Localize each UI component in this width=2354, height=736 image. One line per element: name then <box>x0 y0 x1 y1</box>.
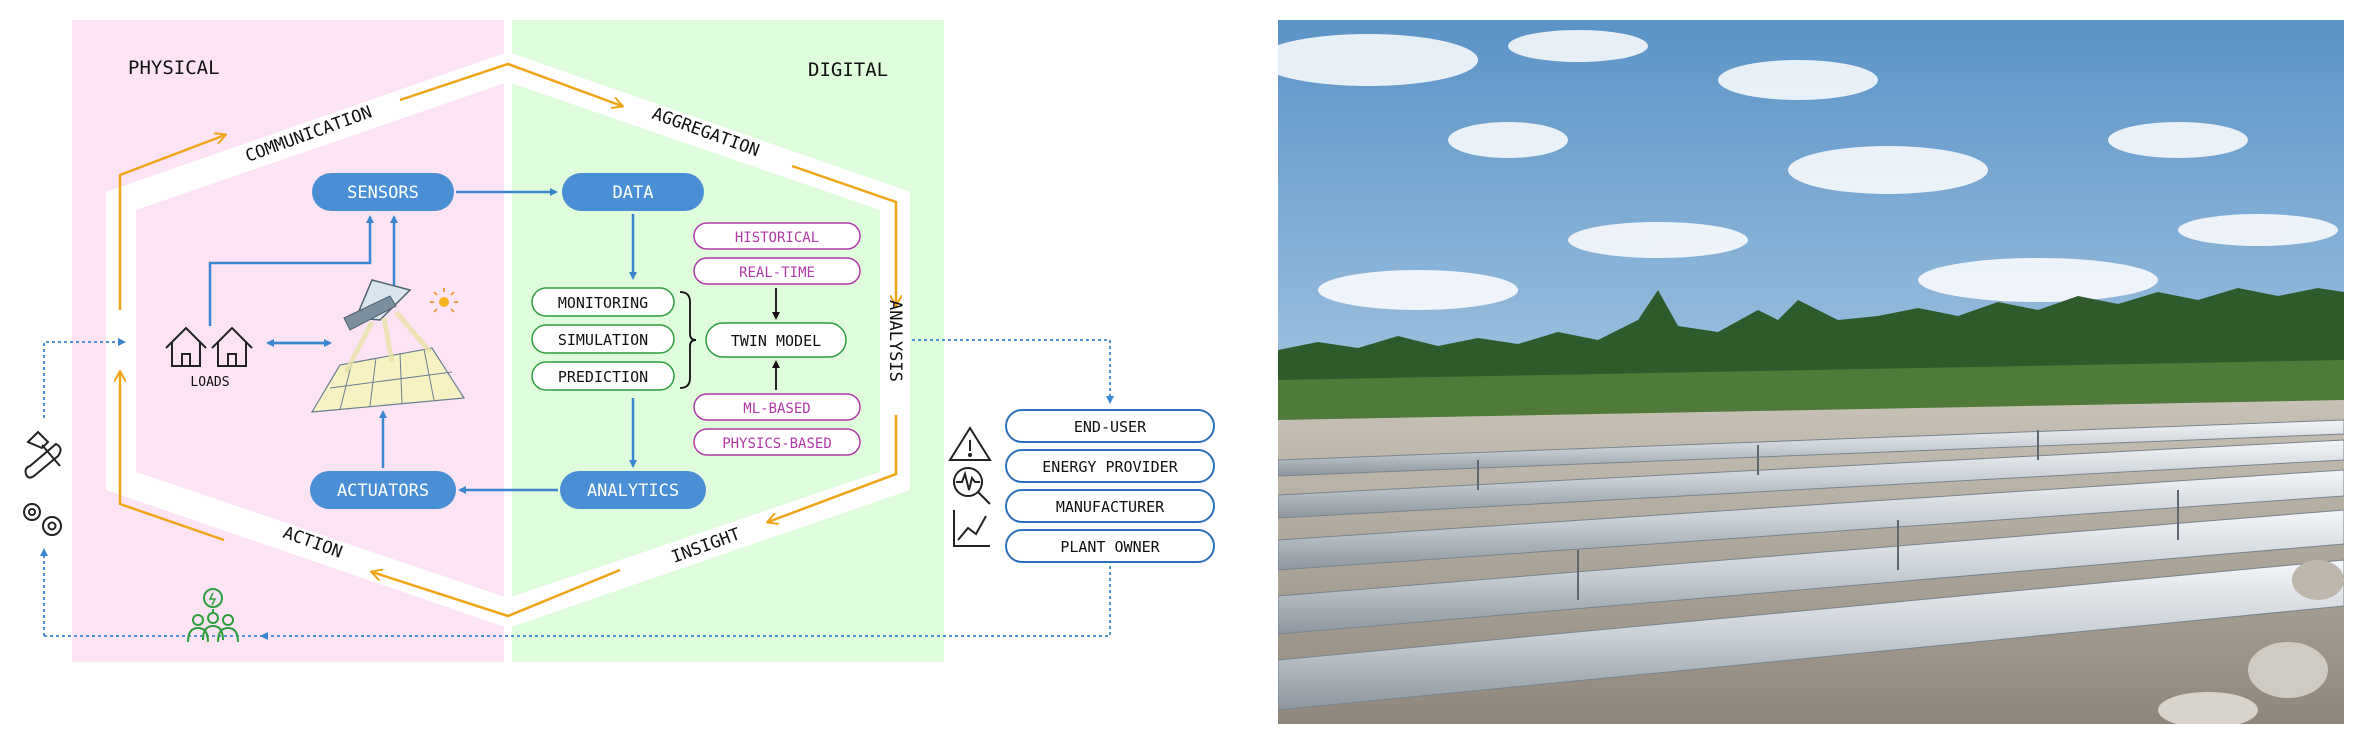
task-simulation: SIMULATION <box>531 324 675 354</box>
flow-arrows <box>208 188 637 494</box>
house-icon <box>165 326 253 367</box>
digital-twin-diagram: PHYSICAL DIGITAL COMMUNICATION AGGREGATI… <box>23 20 1215 662</box>
task-prediction-label: PREDICTION <box>558 368 648 386</box>
twin-model-label: TWIN MODEL <box>731 332 821 350</box>
physical-label: PHYSICAL <box>128 57 220 79</box>
stakeholder-energy-provider-label: ENERGY PROVIDER <box>1042 458 1178 476</box>
analytics-label: ANALYTICS <box>587 481 679 501</box>
analytics-node: ANALYTICS <box>560 471 706 509</box>
stakeholder-energy-provider: ENERGY PROVIDER <box>1005 449 1215 483</box>
gears-icon <box>23 503 62 536</box>
sensors-label: SENSORS <box>347 183 419 203</box>
twin-model-node: TWIN MODEL <box>705 322 847 358</box>
task-monitoring: MONITORING <box>531 287 675 317</box>
model-type-physics-based-label: PHYSICS-BASED <box>722 436 832 452</box>
waveform-magnifier-icon <box>953 467 991 505</box>
task-simulation-label: SIMULATION <box>558 331 648 349</box>
people-energy-icon <box>187 588 239 643</box>
analysis-label: ANALYSIS <box>885 300 905 382</box>
stakeholder-end-user: END-USER <box>1005 409 1215 443</box>
stakeholder-plant-owner: PLANT OWNER <box>1005 529 1215 563</box>
tasks-brace <box>679 291 697 389</box>
stakeholder-plant-owner-label: PLANT OWNER <box>1060 538 1160 556</box>
data-type-historical-label: HISTORICAL <box>735 230 819 246</box>
model-type-physics-based: PHYSICS-BASED <box>693 428 861 456</box>
data-type-historical: HISTORICAL <box>693 222 861 250</box>
sensors-node: SENSORS <box>312 173 454 211</box>
model-type-ml-based-label: ML-BASED <box>743 401 810 417</box>
tools-icon <box>24 430 62 479</box>
ring-arrows <box>120 62 896 618</box>
solar-collector-field-photo <box>1278 20 2344 724</box>
physical-region <box>72 20 504 662</box>
line-chart-icon <box>953 510 990 547</box>
solar-concentrator-icon <box>310 279 466 413</box>
task-monitoring-label: MONITORING <box>558 294 648 312</box>
task-prediction: PREDICTION <box>531 361 675 391</box>
data-type-real-time-label: REAL-TIME <box>739 265 815 281</box>
warning-icon <box>948 426 992 461</box>
stakeholder-manufacturer: MANUFACTURER <box>1005 489 1215 523</box>
digital-label: DIGITAL <box>808 59 888 81</box>
actuators-label: ACTUATORS <box>337 481 429 501</box>
actuators-node: ACTUATORS <box>310 471 456 509</box>
data-label: DATA <box>613 183 654 203</box>
stakeholder-manufacturer-label: MANUFACTURER <box>1056 498 1165 516</box>
data-node: DATA <box>562 173 704 211</box>
data-type-real-time: REAL-TIME <box>693 257 861 285</box>
loads-label: LOADS <box>190 375 229 390</box>
model-type-ml-based: ML-BASED <box>693 393 861 421</box>
feedback-loop <box>40 338 1114 640</box>
stakeholder-end-user-label: END-USER <box>1074 418 1147 436</box>
